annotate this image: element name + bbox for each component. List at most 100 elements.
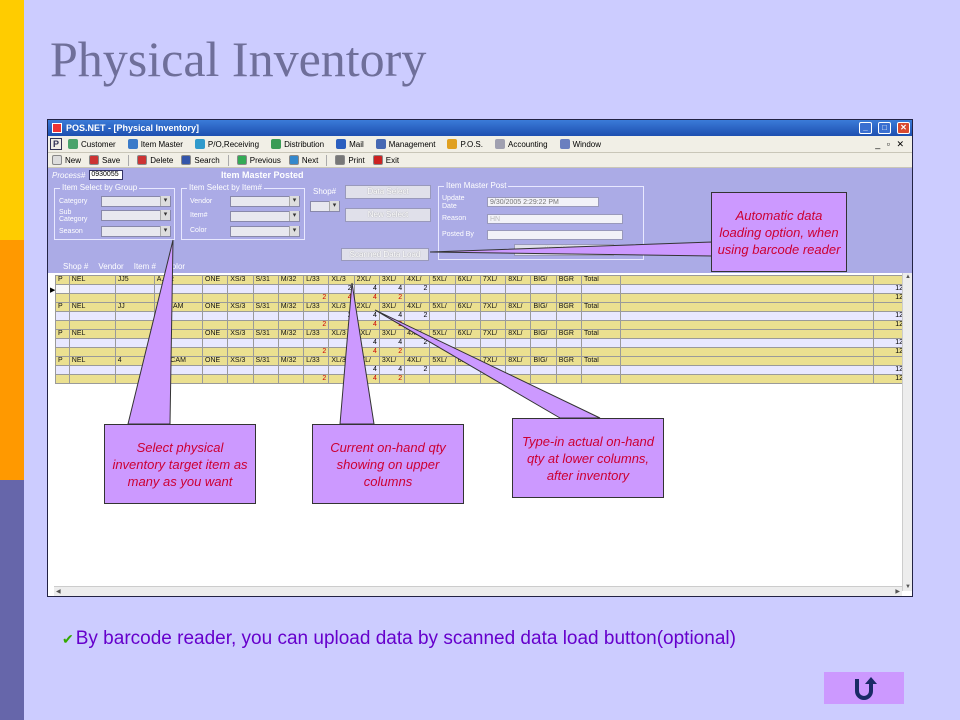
toolbar-save-button[interactable]: Save bbox=[89, 155, 120, 165]
sub-category-label: Sub Category bbox=[59, 209, 88, 223]
toolbar-delete-button[interactable]: Delete bbox=[137, 155, 173, 165]
vendor-select[interactable] bbox=[230, 196, 300, 207]
callout-current-qty: Current on-hand qty showing on upper col… bbox=[312, 424, 464, 504]
shop-select[interactable] bbox=[310, 201, 340, 212]
menu-icon-management-icon bbox=[375, 139, 386, 149]
left-bar-yellow bbox=[0, 0, 24, 240]
menu-label: P/O,Receiving bbox=[207, 139, 260, 149]
scroll-down-icon[interactable]: ▼ bbox=[905, 584, 911, 590]
post-legend: Item Master Post bbox=[444, 181, 509, 190]
row-selector-icon: ▶ bbox=[50, 287, 56, 294]
menu-icon-window-icon bbox=[559, 139, 570, 149]
cell-actual-qty[interactable] bbox=[555, 374, 582, 384]
minimize-icon[interactable]: _ bbox=[859, 122, 872, 134]
menu-item-item-master[interactable]: Item Master bbox=[127, 139, 183, 149]
data-select-button[interactable]: Data Select bbox=[345, 185, 431, 199]
callout-type-in-qty: Type-in actual on-hand qty at lower colu… bbox=[512, 418, 664, 498]
next-icon bbox=[288, 155, 299, 165]
mdi-controls-icon[interactable]: _ ▫ ✕ bbox=[875, 138, 906, 149]
menu-label: Management bbox=[388, 139, 436, 149]
scroll-right-icon[interactable]: ▶ bbox=[895, 589, 900, 595]
bullet-note: ✔By barcode reader, you can upload data … bbox=[62, 624, 742, 654]
exit-icon bbox=[372, 155, 383, 165]
slide-title: Physical Inventory bbox=[50, 31, 427, 87]
close-icon[interactable]: ✕ bbox=[897, 122, 910, 134]
tool-bar: New Save Delete Search Previous Next Print Exit bbox=[48, 153, 912, 168]
menu-label: Window bbox=[572, 139, 602, 149]
horizontal-scrollbar[interactable]: ◀ ▶ bbox=[54, 586, 902, 596]
menu-item-management[interactable]: Management bbox=[375, 139, 436, 149]
process-label: Process# bbox=[52, 170, 86, 180]
col-head-color: Color bbox=[165, 262, 186, 271]
color-select[interactable] bbox=[230, 226, 300, 237]
reason-input[interactable]: HN bbox=[487, 214, 623, 224]
update-date-label: Update Date bbox=[442, 195, 465, 210]
process-input[interactable]: 0930055 bbox=[89, 170, 124, 180]
delete-icon bbox=[137, 155, 148, 165]
toolbar-label: Exit bbox=[385, 155, 400, 165]
toolbar-separator bbox=[128, 154, 130, 166]
menu-item-customer[interactable]: Customer bbox=[68, 139, 116, 149]
season-select[interactable] bbox=[101, 226, 171, 237]
menu-label: Distribution bbox=[284, 139, 325, 149]
menu-label: Mail bbox=[349, 139, 364, 149]
posted-by-input[interactable] bbox=[487, 230, 623, 240]
menu-icon-p-o-receiving-icon bbox=[194, 139, 205, 149]
bullet-text: By barcode reader, you can upload data b… bbox=[75, 628, 736, 649]
menu-label: Customer bbox=[81, 139, 116, 149]
menu-icon-p-o-s--icon bbox=[447, 139, 458, 149]
reason-label: Reason bbox=[442, 215, 467, 222]
menu-label: P.O.S. bbox=[460, 139, 483, 149]
update-date-input[interactable]: 9/30/2005 2:29:22 PM bbox=[487, 197, 599, 207]
previous-icon bbox=[236, 155, 247, 165]
callout-select-items: Select physical inventory target item as… bbox=[104, 424, 256, 504]
toolbar-exit-button[interactable]: Exit bbox=[372, 155, 400, 165]
posted-by-label: Posted By bbox=[442, 231, 474, 238]
menu-item-p-o-s-[interactable]: P.O.S. bbox=[447, 139, 483, 149]
toolbar-label: New bbox=[65, 155, 82, 165]
scanned-data-load-button[interactable]: Scanned Data Load bbox=[341, 248, 429, 261]
scroll-left-icon[interactable]: ◀ bbox=[56, 589, 61, 595]
menu-icon-customer-icon bbox=[68, 139, 78, 149]
menu-item-window[interactable]: Window bbox=[559, 139, 602, 149]
category-label: Category bbox=[59, 198, 88, 205]
vertical-scrollbar[interactable]: ▲ ▼ bbox=[902, 273, 912, 591]
menu-icon-item-master-icon bbox=[127, 139, 138, 149]
sub-category-select[interactable] bbox=[101, 210, 171, 221]
menu-item-mail[interactable]: Mail bbox=[336, 139, 364, 149]
print-icon bbox=[335, 155, 346, 165]
season-label: Season bbox=[59, 228, 83, 235]
toolbar-new-button[interactable]: New bbox=[52, 155, 81, 165]
menu-item-accounting[interactable]: Accounting bbox=[494, 139, 548, 149]
category-select[interactable] bbox=[101, 196, 171, 207]
toolbar-label: Delete bbox=[150, 155, 174, 165]
item-number-label: Item# bbox=[190, 212, 208, 219]
group-select-box: Item Select by Group Category Sub Catego… bbox=[54, 183, 175, 240]
toolbar-next-button[interactable]: Next bbox=[288, 155, 318, 165]
new-select-button[interactable]: New Select bbox=[345, 208, 431, 222]
table-row: PNEL4WD CAMONEXS/3S/31M/32L/33XL/32XL/3X… bbox=[55, 356, 907, 366]
toolbar-previous-button[interactable]: Previous bbox=[236, 155, 281, 165]
scroll-up-icon[interactable]: ▲ bbox=[905, 274, 911, 280]
window-titlebar: POS.NET - [Physical Inventory] _ □ ✕ bbox=[48, 120, 912, 136]
window-title: POS.NET - [Physical Inventory] bbox=[66, 123, 200, 133]
toolbar-print-button[interactable]: Print bbox=[335, 155, 365, 165]
menu-item-p-o-receiving[interactable]: P/O,Receiving bbox=[194, 139, 260, 149]
return-arrow-icon bbox=[855, 677, 877, 700]
item-number-select[interactable] bbox=[230, 211, 300, 222]
left-bar-orange bbox=[0, 240, 24, 480]
menu-icon-mail-icon bbox=[336, 139, 347, 149]
maximize-icon[interactable]: □ bbox=[878, 122, 891, 134]
grid-cell[interactable] bbox=[580, 374, 622, 384]
table-row: PNELBLKONEXS/3S/31M/32L/33XL/32XL/3XL/4X… bbox=[55, 329, 907, 339]
return-button[interactable] bbox=[824, 672, 904, 704]
toolbar-search-button[interactable]: Search bbox=[181, 155, 220, 165]
status-text: Item Master Posted bbox=[221, 170, 304, 180]
menu-item-distribution[interactable]: Distribution bbox=[271, 139, 324, 149]
shop-label: Shop# bbox=[313, 187, 337, 196]
